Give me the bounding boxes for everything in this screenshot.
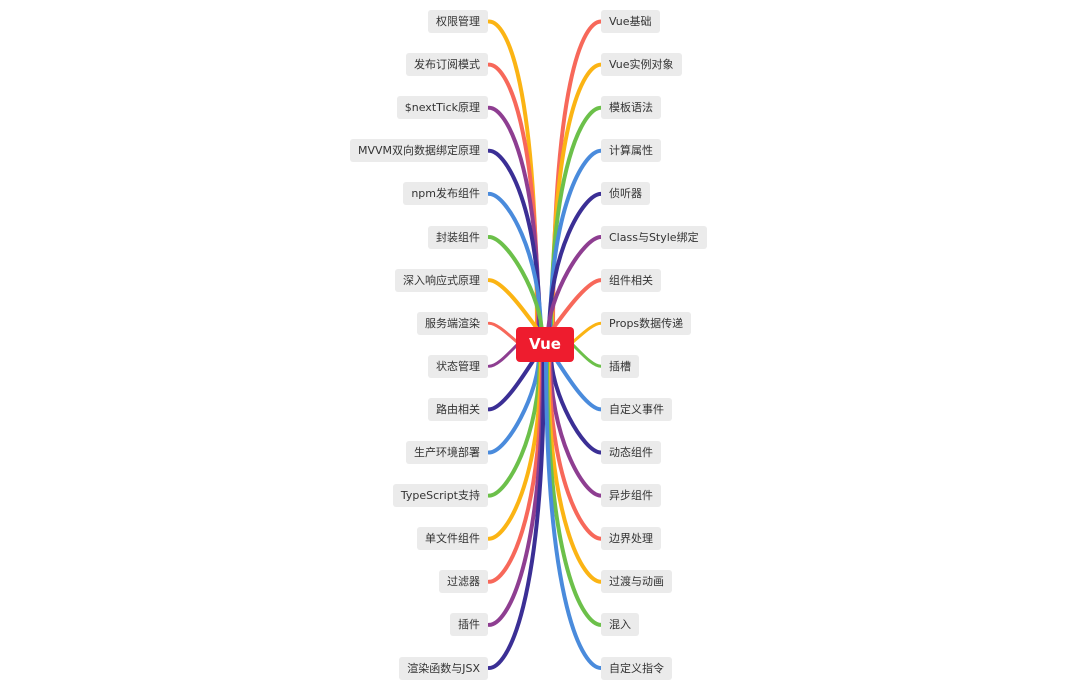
left-branch-node[interactable]: 服务端渲染 [417, 311, 488, 335]
left-branch-node[interactable]: 过滤器 [439, 570, 488, 594]
branch-connector [544, 353, 603, 670]
right-branch-node[interactable]: 插槽 [601, 354, 639, 378]
right-branch-node[interactable]: 侦听器 [601, 182, 650, 206]
left-branch-node[interactable]: 生产环境部署 [406, 441, 488, 464]
right-branch-node[interactable]: 动态组件 [601, 441, 661, 464]
right-branch-node[interactable]: 组件相关 [601, 268, 661, 292]
branch-connector [487, 235, 544, 337]
right-branch-node[interactable]: Props数据传递 [601, 311, 692, 335]
left-branch-node[interactable]: 权限管理 [428, 10, 488, 33]
left-branch-node[interactable]: TypeScript支持 [392, 484, 488, 508]
branch-connector [487, 353, 546, 670]
left-branch-node[interactable]: 渲染函数与JSX [399, 656, 488, 680]
right-branch-node[interactable]: 自定义事件 [601, 397, 672, 421]
branch-connector [549, 353, 603, 455]
left-branch-node[interactable]: 单文件组件 [417, 527, 488, 551]
left-branch-node[interactable]: npm发布组件 [403, 182, 488, 206]
right-branch-node[interactable]: Class与Style绑定 [601, 225, 707, 249]
right-branch-node[interactable]: 计算属性 [601, 139, 661, 163]
left-branch-node[interactable]: 发布订阅模式 [406, 53, 488, 77]
branch-connector [546, 235, 603, 337]
right-branch-node[interactable]: 混入 [601, 613, 639, 637]
left-branch-node[interactable]: 深入响应式原理 [395, 268, 488, 292]
right-branch-node[interactable]: 模板语法 [601, 96, 661, 120]
right-branch-node[interactable]: 自定义指令 [601, 656, 672, 680]
root-node-vue[interactable]: Vue [516, 327, 574, 362]
right-branch-node[interactable]: Vue实例对象 [601, 53, 682, 77]
left-branch-node[interactable]: 状态管理 [428, 354, 488, 378]
right-branch-node[interactable]: 边界处理 [601, 527, 661, 551]
left-branch-node[interactable]: 路由相关 [428, 397, 488, 421]
left-branch-node[interactable]: 插件 [450, 613, 488, 637]
branch-connector [487, 353, 541, 455]
right-branch-node[interactable]: 异步组件 [601, 484, 661, 508]
left-branch-node[interactable]: $nextTick原理 [396, 96, 488, 120]
right-branch-node[interactable]: Vue基础 [601, 10, 660, 33]
right-branch-node[interactable]: 过渡与动画 [601, 570, 672, 594]
left-branch-node[interactable]: 封装组件 [428, 225, 488, 249]
left-branch-node[interactable]: MVVM双向数据绑定原理 [349, 139, 488, 163]
